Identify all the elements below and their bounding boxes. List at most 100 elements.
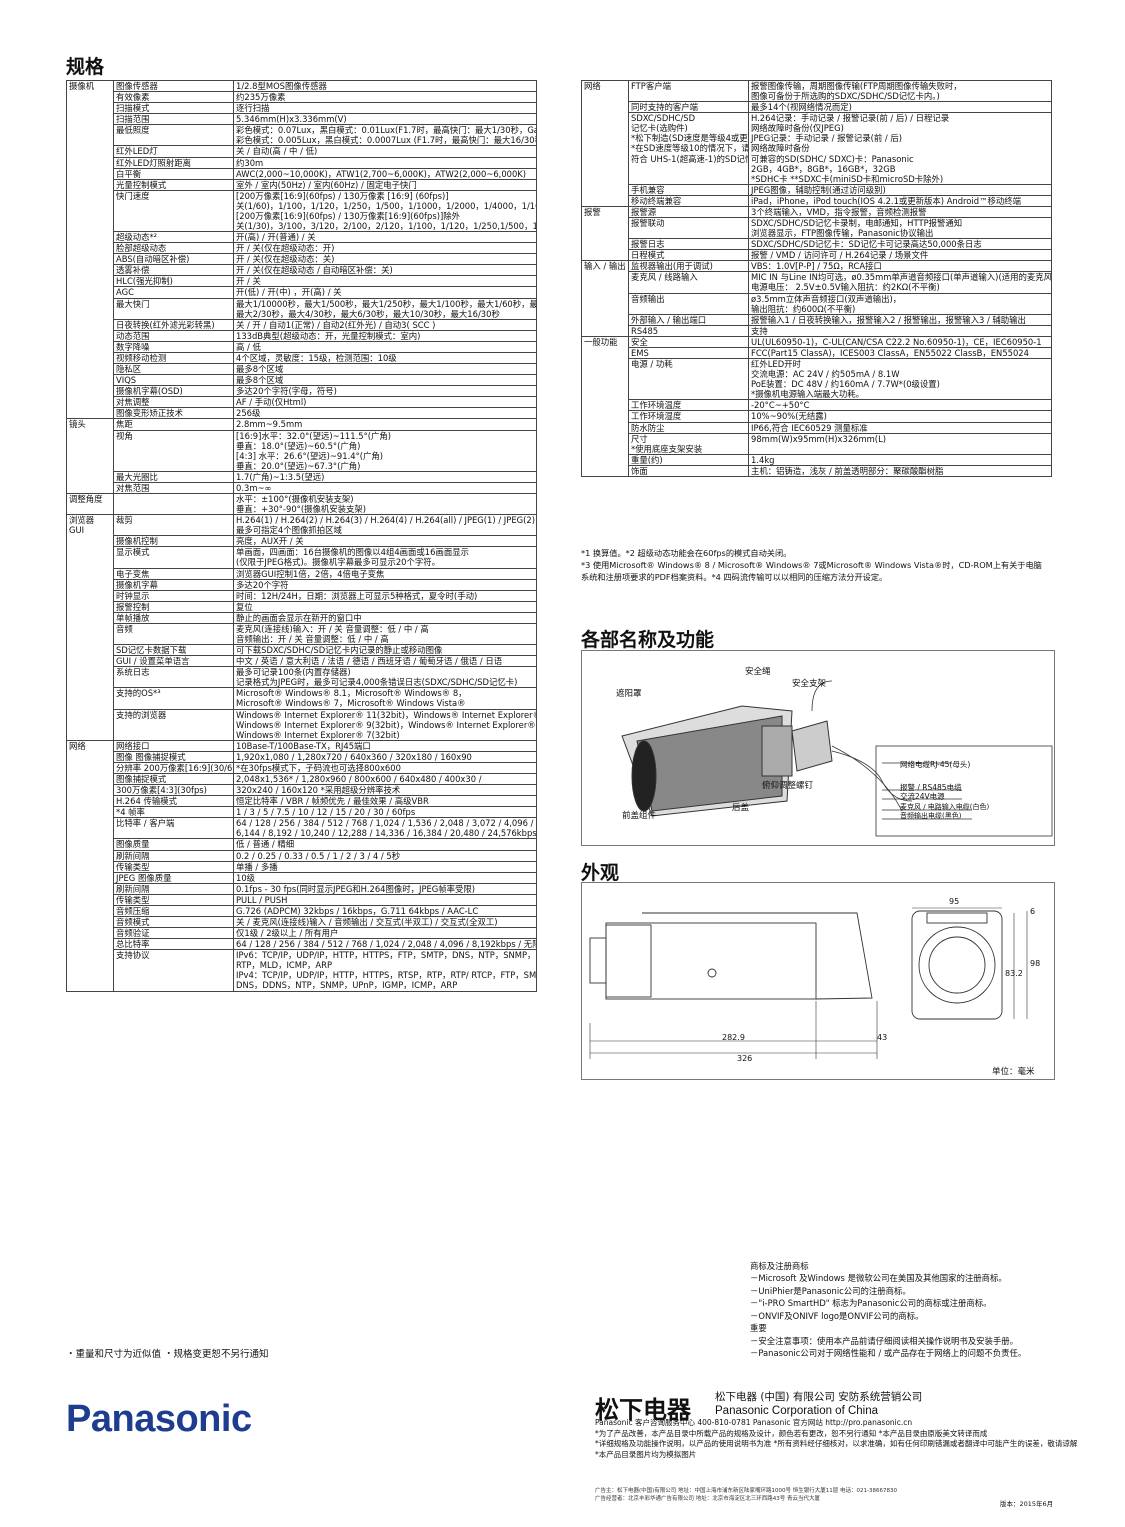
spec-row: 透雾补偿开 / 关(仅在超级动态 / 自动暗区补偿：关) xyxy=(66,264,537,277)
spec-category: 一般功能 xyxy=(581,335,629,348)
label-mic-cable: 麦克风 / 电路输入电缆(白色) xyxy=(900,803,990,811)
spec-category xyxy=(581,271,629,294)
spec-item: 音频模式 xyxy=(113,916,234,929)
spec-item: 移动终端兼容 xyxy=(628,194,749,207)
spec-value: 关 / 麦克风(连接线)输入 / 音频输出 / 交互式(半双工) / 交互式(全… xyxy=(233,916,537,929)
spec-row: 摄像机控制亮度，AUX开 / 关 xyxy=(66,535,537,548)
spec-category xyxy=(66,784,114,796)
spec-item: *4 帧率 xyxy=(113,806,234,819)
spec-value: 主机：铝铸造，浅灰 / 前盖透明部分：聚碳酸酯树脂 xyxy=(748,464,1052,477)
spec-row: 最低照度彩色模式：0.07Lux，黑白模式：0.01Lux(F1.7时，最高快门… xyxy=(66,124,537,147)
spec-category xyxy=(581,238,629,250)
spec-category: 报警 xyxy=(581,205,629,218)
label-audio-out: 音频输出电缆(黑色) xyxy=(900,812,962,820)
spec-value: G.726 (ADPCM) 32kbps / 16kbps，G.711 64kb… xyxy=(233,904,537,918)
spec-category xyxy=(581,325,629,337)
spec-row: 音频验证仅1级 / 2级以上 / 所有用户 xyxy=(66,927,537,940)
spec-value: 98mm(W)x95mm(H)x326mm(L) xyxy=(748,432,1052,455)
spec-item: HLC(强光抑制) xyxy=(113,275,234,288)
spec-row: H.264 传输模式恒定比特率 / VBR / 帧频优先 / 最佳效果 / 高级… xyxy=(66,795,537,808)
spec-row: HLC(强光抑制)开 / 关 xyxy=(66,275,537,288)
spec-item: 同时支持的客户端 xyxy=(628,101,749,114)
spec-category: 调整角度 xyxy=(66,492,114,515)
spec-row: 日夜转换(红外滤光彩转黑)关 / 开 / 自动1(正常) / 自动2(红外光) … xyxy=(66,318,537,331)
trademark-line: －UniPhier是Panasonic公司的注册商标。 xyxy=(750,1285,911,1296)
spec-value: 开(高) / 开(普通) / 关 xyxy=(233,231,537,244)
spec-item: 最大快门 xyxy=(113,297,234,320)
spec-item: 时钟显示 xyxy=(113,589,234,602)
appearance-diagram: 95 6 98 83.2 282.9 43 326 单位：毫米 xyxy=(581,882,1055,1080)
spec-value: AWC(2,000~10,000K)，ATW1(2,700~6,000K)，AT… xyxy=(233,167,537,180)
spec-category xyxy=(66,590,114,602)
spec-item: 显示模式 xyxy=(113,546,234,569)
spec-category xyxy=(66,352,114,364)
spec-item: 手机兼容 xyxy=(628,183,749,196)
spec-value: 1,920x1,080 / 1,280x720 / 640x360 / 320x… xyxy=(233,750,537,763)
contact-line: *为了产品改善，本产品目录中所载产品的规格及设计，颜色若有更改，恕不另行通知 *… xyxy=(595,1428,988,1438)
spec-item: 有效像素 xyxy=(113,91,234,104)
appearance-heading: 外观 xyxy=(581,862,620,884)
spec-value: 中文 / 英语 / 意大利语 / 法语 / 德语 / 西班牙语 / 葡萄牙语 /… xyxy=(233,655,537,668)
spec-value: JPEG图像，辅助控制(通过访问级别) xyxy=(748,183,1052,196)
spec-category: 输入 / 输出 xyxy=(581,260,629,272)
spec-item: 最低照度 xyxy=(113,124,234,147)
spec-item: 视频移动检测 xyxy=(113,351,234,365)
spec-item: 外部输入 / 输出端口 xyxy=(628,313,749,326)
spec-category xyxy=(66,938,114,950)
spec-item: 脸部超级动态 xyxy=(113,242,234,255)
spec-category xyxy=(66,298,114,320)
spec-row: 系统日志最多可记录100条(内置存储器)记录格式为JPEG时，最多可记录4,00… xyxy=(66,666,537,689)
spec-value: 开 / 关(仅在超级动态：关) xyxy=(233,253,537,266)
spec-category xyxy=(66,916,114,928)
spec-value: 5.346mm(H)x3.336mm(V) xyxy=(233,113,537,126)
spec-value: 关 / 自动(高 / 中 / 低) xyxy=(233,145,537,158)
spec-row: 快门速度[200万像素[16:9](60fps) / 130万像素 [16:9]… xyxy=(66,189,537,233)
spec-value: 4个区域，灵敏度：15级，检测范围：10级 xyxy=(233,351,537,365)
spec-item: 透雾补偿 xyxy=(113,264,234,277)
spec-item: SDXC/SDHC/SD记忆卡(选购件)*松下制造(SD速度是等级4或更高版本)… xyxy=(628,112,749,185)
spec-item: 支持的OS*³ xyxy=(113,687,234,710)
trademark-line: －安全注意事项：使用本产品前请仔细阅读相关操作说明书及安装手册。 xyxy=(750,1335,1018,1346)
spec-value: ø3.5mm立体声音频接口(双声道输出)，输出阻抗：约600Ω(不平衡) xyxy=(748,292,1052,315)
spec-item xyxy=(113,492,234,516)
spec-category xyxy=(66,861,114,873)
corp-line-en: Panasonic Corporation of China xyxy=(715,1405,879,1418)
spec-row: 有效像素约235万像素 xyxy=(66,91,537,104)
spec-value: 开 / 关(仅在超级动态 / 自动暗区补偿：关) xyxy=(233,264,537,277)
spec-item: 系统日志 xyxy=(113,666,234,689)
spec-category xyxy=(66,91,114,103)
spec-category xyxy=(66,623,114,645)
spec-item: 摄像机字幕(OSD) xyxy=(113,385,234,398)
trademark-line: －Panasonic公司对于网络性能和 / 或产品存在于网络上的问题不负责任。 xyxy=(750,1348,1027,1359)
spec-item: 数字降噪 xyxy=(113,340,234,353)
dimension-drawing xyxy=(589,907,1028,1059)
spec-row: 数字降噪高 / 低 xyxy=(66,340,537,353)
spec-value: 报警输入1 / 日夜转换输入，报警输入2 / 报警输出，报警输入3 / 辅助输出 xyxy=(748,313,1052,326)
spec-category xyxy=(66,850,114,862)
spec-category xyxy=(581,112,629,185)
dim-282: 282.9 xyxy=(722,1033,745,1042)
spec-category xyxy=(66,751,114,763)
spec-category xyxy=(581,184,629,196)
spec-category xyxy=(66,894,114,906)
spec-item: 重量(约) xyxy=(628,453,749,466)
spec-value: 开(低) / 开(中) ，开(高) / 关 xyxy=(233,286,537,299)
spec-category xyxy=(66,905,114,917)
spec-category xyxy=(66,949,114,992)
spec-category xyxy=(66,190,114,232)
spec-item: 音频验证 xyxy=(113,927,234,940)
spec-value: Windows® Internet Explorer® 11(32bit)，Wi… xyxy=(233,708,537,741)
spec-value: 约235万像素 xyxy=(233,91,537,104)
spec-row: 时钟显示时间：12H/24H，日期：浏览器上可显示5种格式，夏令时(手动) xyxy=(66,589,537,602)
spec-item: RS485 xyxy=(628,324,749,337)
